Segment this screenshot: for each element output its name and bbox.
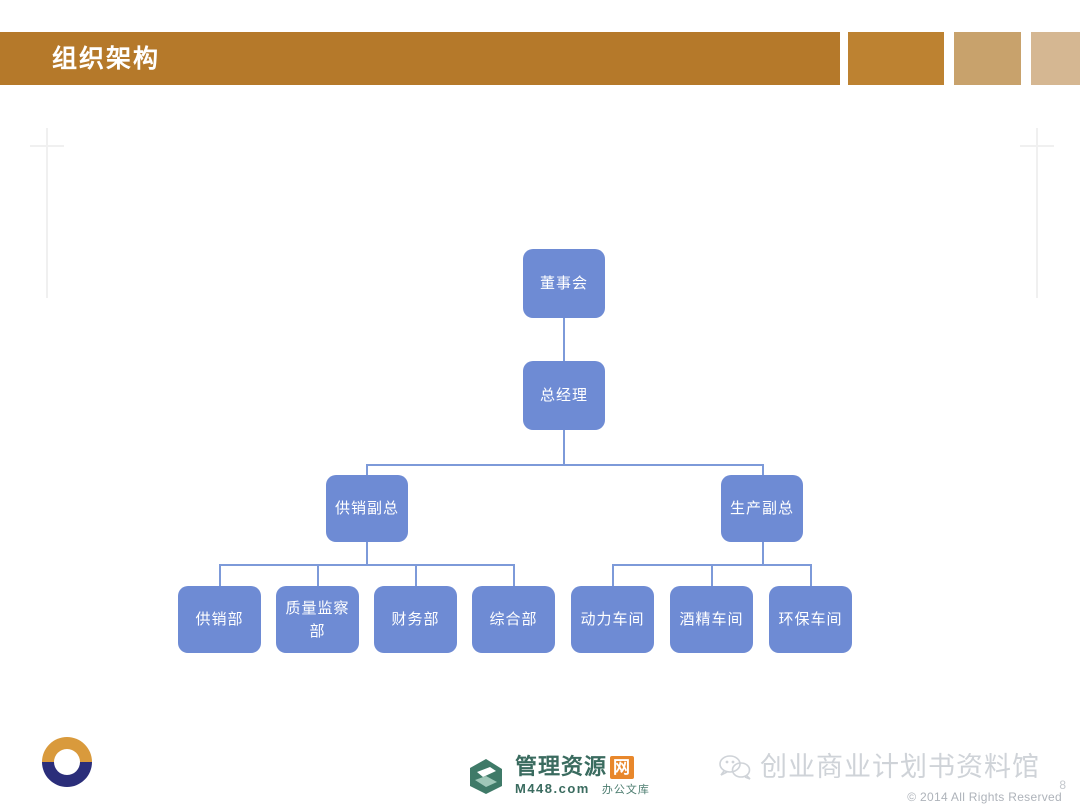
node-board[interactable]: 董事会: [523, 249, 605, 318]
connector-drop-ws-alcohol: [711, 564, 713, 587]
connector-drop-ws-power: [612, 564, 614, 587]
node-dept-general-affairs[interactable]: 综合部: [472, 586, 555, 653]
header-accent-segment-1: [848, 32, 944, 85]
connector-drop-ws-env: [810, 564, 812, 587]
brand-footer: 创业商业计划书资料馆 8 © 2014 All Rights Reserved: [718, 752, 1068, 804]
m448-subline: M448.com 办公文库: [515, 781, 650, 797]
connector-vp-sales-drop: [366, 542, 368, 565]
node-general-manager[interactable]: 总经理: [523, 361, 605, 430]
connector-drop-dept-gen: [513, 564, 515, 587]
org-chart: 董事会 总经理 供销副总 生产副总 供销部 质量监察部 财务部 综合部 动力车间…: [178, 249, 852, 653]
node-dept-quality-inspection[interactable]: 质量监察部: [276, 586, 359, 653]
company-ring-logo: [38, 733, 96, 791]
node-vp-supply-sales[interactable]: 供销副总: [326, 475, 408, 542]
m448-text-block: 管理资源 网 M448.com 办公文库: [515, 755, 650, 797]
node-vp-production[interactable]: 生产副总: [721, 475, 803, 542]
m448-domain: M448.com: [515, 781, 590, 796]
header-accent-segment-2: [954, 32, 1021, 85]
connector-drop-dept-sales: [219, 564, 221, 587]
brand-name: 创业商业计划书资料馆: [760, 752, 1040, 782]
header-band: [0, 32, 840, 85]
copyright-text: © 2014 All Rights Reserved: [907, 790, 1062, 804]
node-workshop-alcohol[interactable]: 酒精车间: [670, 586, 753, 653]
brand-row: 创业商业计划书资料馆: [718, 752, 1068, 782]
node-dept-finance[interactable]: 财务部: [374, 586, 457, 653]
ring-logo-icon: [42, 737, 92, 787]
m448-tagline: 办公文库: [601, 784, 650, 796]
header-accent-segment-3: [1031, 32, 1080, 85]
connector-vp-prod-drop: [762, 542, 764, 565]
page-title: 组织架构: [52, 45, 161, 73]
connector-drop-vp-sales: [366, 464, 368, 476]
connector-drop-dept-qa: [317, 564, 319, 587]
node-dept-supply-sales[interactable]: 供销部: [178, 586, 261, 653]
connector-drop-dept-fin: [415, 564, 417, 587]
connector-gm-drop: [563, 430, 565, 465]
connector-sales-children-bus: [219, 564, 514, 566]
m448-logo: 管理资源 网 M448.com 办公文库: [466, 755, 650, 797]
connector-drop-vp-prod: [762, 464, 764, 476]
wechat-icon: [719, 755, 751, 780]
node-workshop-environmental[interactable]: 环保车间: [769, 586, 852, 653]
node-workshop-power[interactable]: 动力车间: [571, 586, 654, 653]
m448-name: 管理资源: [515, 754, 608, 779]
connector-level2-bus: [366, 464, 764, 466]
m448-mark-icon: [470, 759, 502, 794]
page-number: 8: [1059, 778, 1066, 792]
m448-name-row: 管理资源 网: [515, 755, 650, 779]
m448-net-badge: 网: [610, 755, 635, 779]
connector-board-to-gm: [563, 318, 565, 365]
